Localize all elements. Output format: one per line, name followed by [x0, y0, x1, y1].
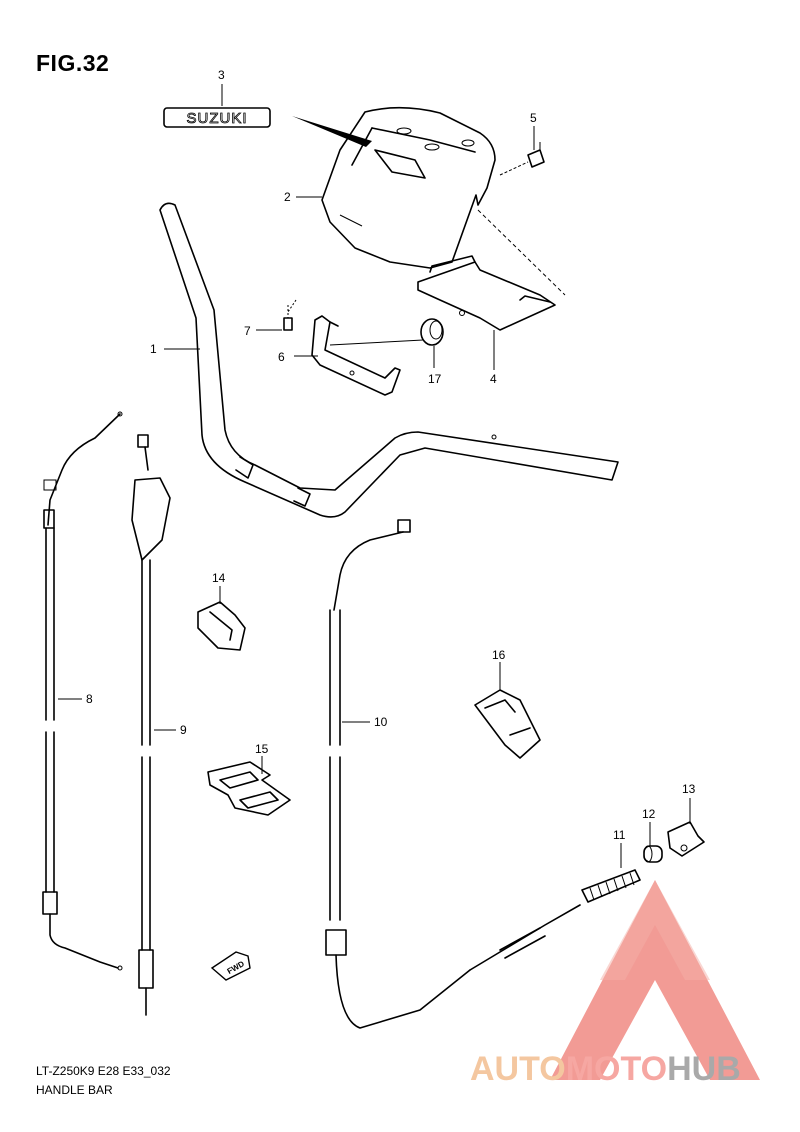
handlebar-1	[159, 202, 619, 518]
watermark-part2: MOTO	[565, 1050, 668, 1088]
forward-direction-arrow: FWD	[210, 951, 251, 981]
callout-12: 12	[642, 807, 656, 821]
callout-8: 8	[86, 692, 93, 706]
callout-6: 6	[278, 350, 285, 364]
spring-11	[469, 869, 641, 971]
section-name: HANDLE BAR	[36, 1083, 113, 1097]
cable-9	[131, 434, 171, 1016]
callout-5: 5	[530, 111, 537, 125]
callout-7: 7	[244, 324, 251, 338]
callout-1: 1	[150, 342, 157, 356]
watermark-part1: AUTO	[470, 1050, 566, 1088]
bolt-7	[283, 299, 297, 331]
callout-2: 2	[284, 190, 291, 204]
watermark-logo-icon	[550, 880, 760, 1080]
cable-10	[325, 519, 471, 1029]
emblem-arrow	[292, 116, 372, 147]
grommet-17	[420, 318, 444, 346]
callout-16: 16	[492, 648, 506, 662]
callout-3: 3	[218, 68, 225, 82]
cover-bracket-4	[417, 209, 566, 331]
model-code: LT-Z250K9 E28 E33_032	[36, 1064, 171, 1078]
callout-17: 17	[428, 372, 442, 386]
screw-5	[499, 142, 545, 176]
callout-9: 9	[180, 723, 187, 737]
watermark-part3: HUB	[667, 1050, 741, 1088]
watermark-triangle	[550, 880, 760, 1080]
joint-13	[667, 821, 705, 857]
callout-15: 15	[255, 742, 269, 756]
cable-8	[42, 411, 123, 971]
lower-bracket-6	[311, 315, 424, 396]
clamp-15	[207, 761, 291, 816]
clamp-16	[474, 689, 541, 759]
clamp-14	[197, 601, 246, 651]
callout-11: 11	[613, 828, 626, 842]
watermark-triangle-inner	[600, 880, 710, 980]
suzuki-emblem: SUZUKI	[163, 107, 271, 128]
handlebar-cover	[321, 106, 496, 269]
watermark-text: AUTOMOTOHUB	[470, 1050, 741, 1089]
callout-10: 10	[374, 715, 388, 729]
diagram-footer: LT-Z250K9 E28 E33_032 HANDLE BAR	[36, 1062, 171, 1100]
emblem-label: SUZUKI	[186, 110, 247, 127]
callout-14: 14	[212, 571, 226, 585]
callout-4: 4	[490, 372, 497, 386]
callout-13: 13	[682, 782, 696, 796]
collar-12	[643, 845, 663, 863]
figure-title: FIG.32	[36, 50, 110, 76]
